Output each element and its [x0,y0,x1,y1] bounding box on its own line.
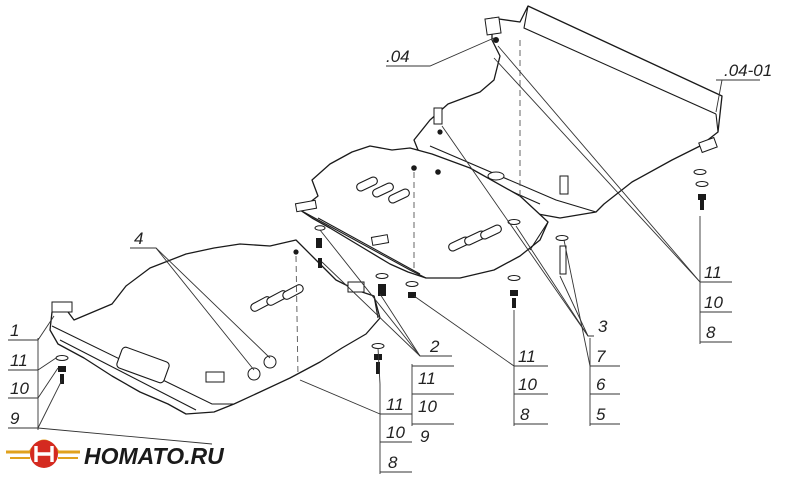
label-right-5: 5 [596,405,606,424]
front-skid-plate [49,239,381,415]
callout-labels: .04 .04-01 1 11 10 9 4 2 11 10 9 11 10 8… [10,47,772,472]
label-right-7: 7 [596,347,606,366]
logo-text: HOMATO.RU [84,443,225,469]
label-left-1: 1 [10,321,19,340]
label-3: 3 [598,317,608,336]
center-skid-plate [294,145,549,279]
label-4: 4 [134,229,143,248]
label-mid-upper-10: 10 [418,397,437,416]
label-right-upper-8: 8 [706,323,716,342]
leader-lines [8,37,760,474]
label-2: 2 [429,337,440,356]
fastener-stacks [55,169,709,384]
label-left-11: 11 [10,351,28,370]
label-part-04: .04 [386,47,410,66]
label-mid-lower-10: 10 [386,423,405,442]
label-right-upper-11: 11 [704,263,722,282]
homato-logo: HOMATO.RU [6,439,225,469]
label-center-11: 11 [518,347,536,366]
label-right-upper-10: 10 [704,293,723,312]
alignment-axes [295,40,521,377]
label-center-8: 8 [520,405,530,424]
label-center-10: 10 [518,375,537,394]
label-mid-lower-8: 8 [388,453,398,472]
label-right-6: 6 [596,375,606,394]
label-mid-upper-11: 11 [418,369,436,388]
logo-emblem-icon [6,439,80,468]
label-part-04-01: .04-01 [724,61,772,80]
label-mid-upper-9: 9 [420,427,430,446]
label-left-9: 9 [10,409,20,428]
label-mid-lower-11: 11 [386,395,404,414]
label-left-10: 10 [10,379,29,398]
